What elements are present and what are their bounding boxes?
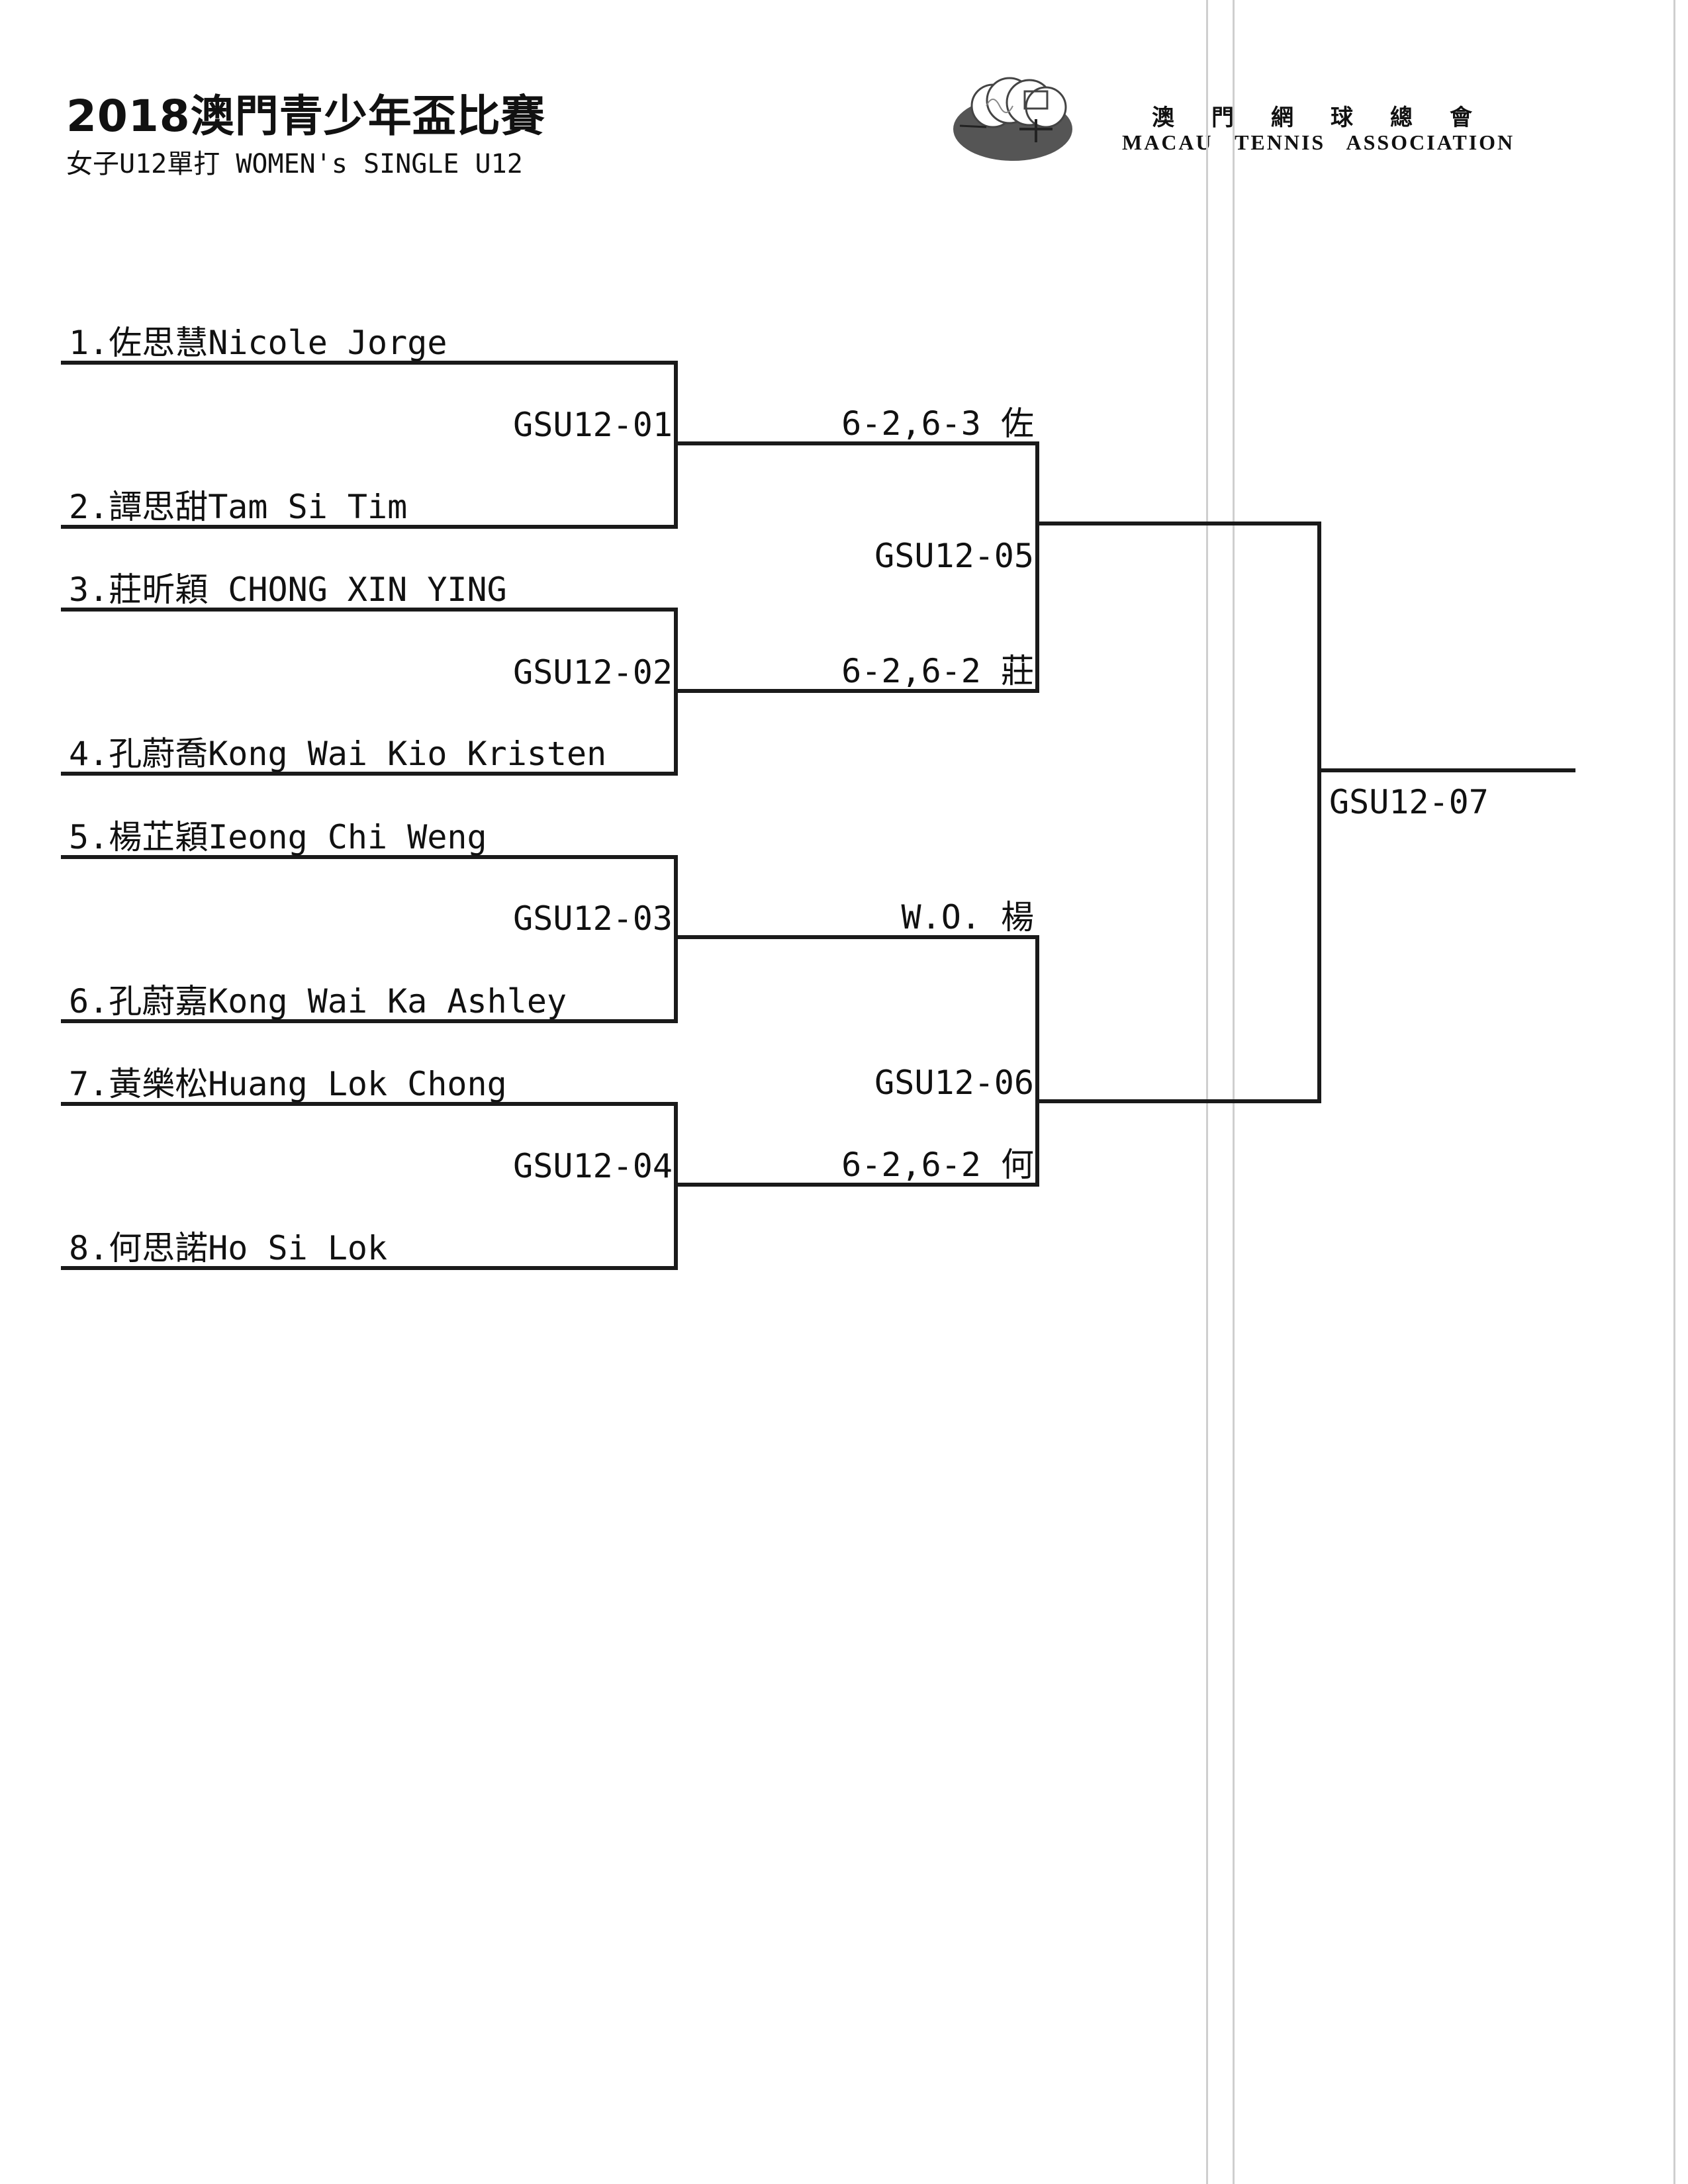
player-line	[61, 608, 677, 612]
player-entry: 8.何思諾Ho Si Lok	[69, 1229, 388, 1267]
player-line	[61, 772, 677, 776]
match-code: GSU12-05	[874, 537, 1034, 575]
player-entry: 1.佐思慧Nicole Jorge	[69, 324, 447, 362]
bracket-connector	[1035, 441, 1039, 693]
player-line	[61, 855, 677, 859]
player-entry: 5.楊芷穎Ieong Chi Weng	[69, 818, 487, 856]
player-line	[61, 1266, 677, 1270]
match-code: GSU12-07	[1329, 783, 1489, 821]
match-code: GSU12-01	[513, 406, 673, 444]
final-line	[1317, 768, 1575, 772]
match-result: 6-2,6-2 莊	[841, 652, 1034, 690]
semifinal-line	[1035, 522, 1321, 525]
match-code: GSU12-02	[513, 653, 673, 692]
round2-line	[674, 1183, 1039, 1187]
player-entry: 4.孔蔚喬Kong Wai Kio Kristen	[69, 735, 607, 773]
player-entry: 7.黃樂松Huang Lok Chong	[69, 1065, 507, 1103]
round2-line	[674, 935, 1039, 939]
match-code: GSU12-06	[874, 1064, 1034, 1102]
association-logo	[953, 77, 1072, 161]
bracket-connector	[674, 855, 678, 1023]
player-line	[61, 525, 677, 529]
player-entry: 2.譚思甜Tam Si Tim	[69, 488, 408, 526]
semifinal-line	[1035, 1099, 1321, 1103]
scan-divider-line	[1233, 0, 1235, 2184]
round2-line	[674, 441, 1039, 445]
bracket-connector	[1317, 522, 1321, 1103]
player-line	[61, 1019, 677, 1023]
match-result: W.O. 楊	[901, 898, 1034, 936]
player-line	[61, 1102, 677, 1106]
tournament-title: 2018澳門青少年盃比賽	[66, 91, 545, 142]
scan-divider-line	[1673, 0, 1675, 2184]
player-entry: 6.孔蔚嘉Kong Wai Ka Ashley	[69, 982, 567, 1021]
association-name-chinese: 澳門網球總會	[1152, 105, 1509, 131]
match-code: GSU12-04	[513, 1147, 673, 1185]
player-line	[61, 361, 677, 365]
event-subtitle: 女子U12單打 WOMEN's SINGLE U12	[66, 149, 523, 179]
match-result: 6-2,6-3 佐	[841, 404, 1034, 443]
match-result: 6-2,6-2 何	[841, 1146, 1034, 1184]
player-entry: 3.莊昕穎 CHONG XIN YING	[69, 570, 507, 609]
match-code: GSU12-03	[513, 899, 673, 938]
round2-line	[674, 689, 1039, 693]
association-name-english: MACAU TENNIS ASSOCIATION	[1122, 130, 1515, 154]
scan-divider-line	[1206, 0, 1208, 2184]
bracket-connector	[1035, 935, 1039, 1187]
